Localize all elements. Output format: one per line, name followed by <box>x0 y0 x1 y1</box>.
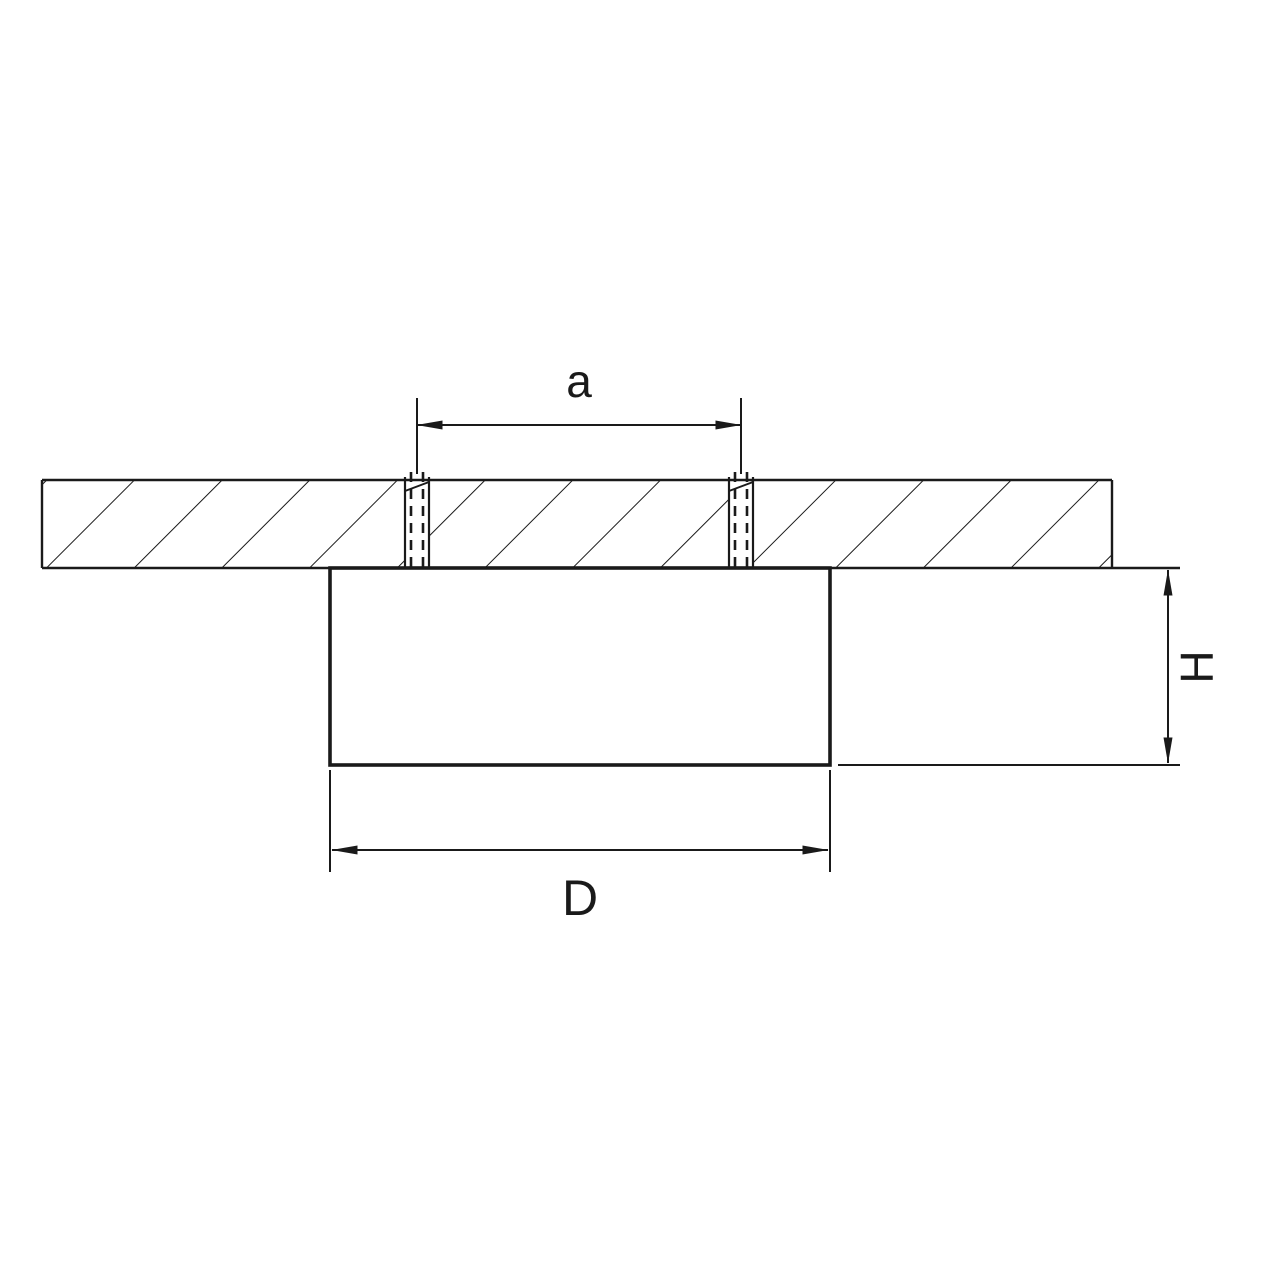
slot-clear-area <box>728 481 754 567</box>
dimension-a: a <box>416 355 742 474</box>
fixture-body <box>328 566 832 767</box>
dimension-d-label: D <box>562 870 598 926</box>
dimension-a-label: a <box>566 355 592 407</box>
mounting-slot-left <box>403 472 431 576</box>
mounting-slot-right <box>727 472 755 576</box>
slot-hatch-tick <box>728 481 754 492</box>
fixture-outline <box>328 566 832 767</box>
slot-hatch-tick <box>404 481 430 492</box>
ceiling-cross-section <box>40 478 1180 570</box>
dimension-d: D <box>329 770 831 926</box>
dimension-h: H <box>838 569 1223 766</box>
dimension-h-label: H <box>1171 650 1223 683</box>
ceiling-hatch-fill <box>42 480 1112 568</box>
slot-clear-area <box>404 481 430 567</box>
